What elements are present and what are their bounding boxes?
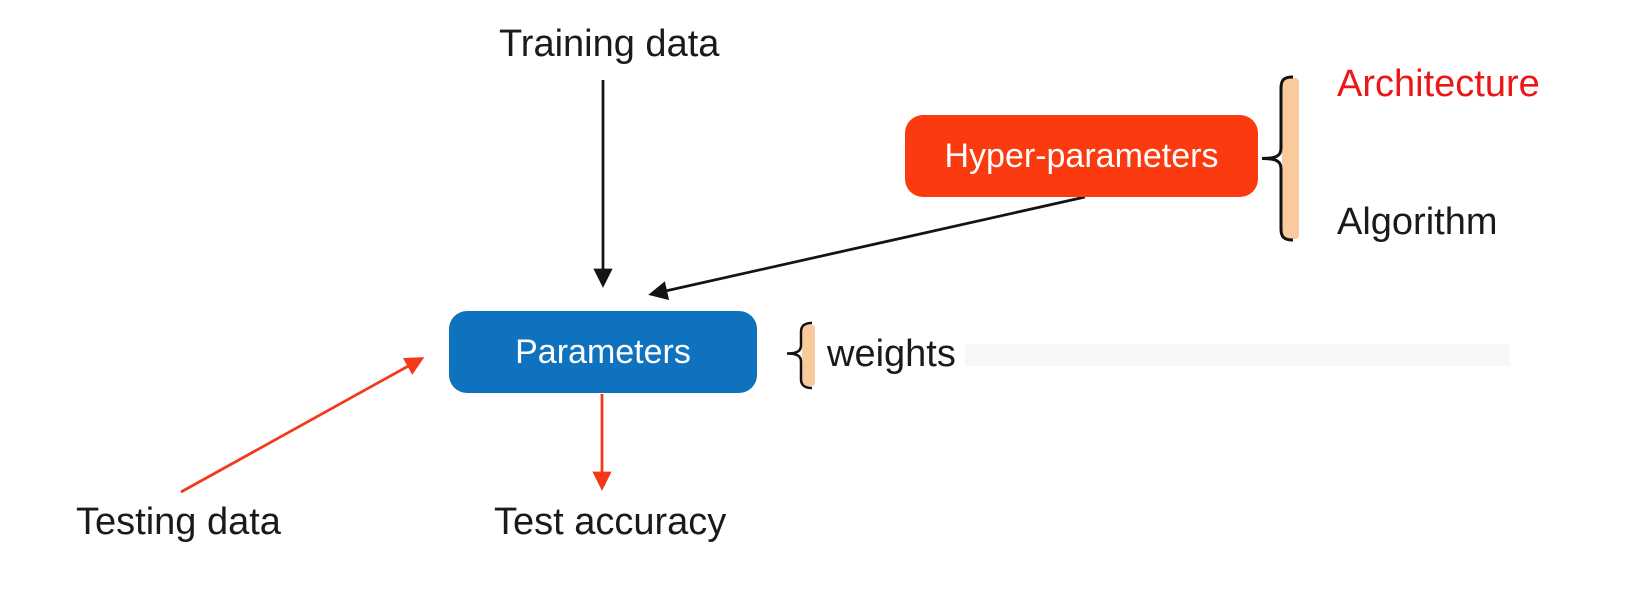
highlight-band (965, 344, 1510, 366)
hyper-parameters-node: Hyper-parameters (905, 115, 1258, 197)
arrow-testing-data-to-parameters (180, 357, 425, 494)
testing-data-label: Testing data (76, 501, 281, 543)
architecture-algorithm-brace (1261, 75, 1294, 242)
arrow-hyper-parameters-to-parameters (648, 195, 1086, 301)
test-accuracy-label: Test accuracy (494, 501, 727, 543)
parameters-node-label: Parameters (515, 332, 691, 371)
architecture-label: Architecture (1337, 63, 1540, 105)
weights-label: weights (827, 333, 956, 375)
training-data-label: Training data (499, 23, 720, 65)
weights-bracket-bar (802, 325, 815, 386)
parameters-node: Parameters (449, 311, 757, 393)
weights-brace (786, 321, 813, 390)
algorithm-label: Algorithm (1337, 201, 1498, 243)
architecture-algorithm-bracket-bar (1282, 78, 1299, 239)
hyper-parameters-node-label: Hyper-parameters (944, 136, 1219, 175)
